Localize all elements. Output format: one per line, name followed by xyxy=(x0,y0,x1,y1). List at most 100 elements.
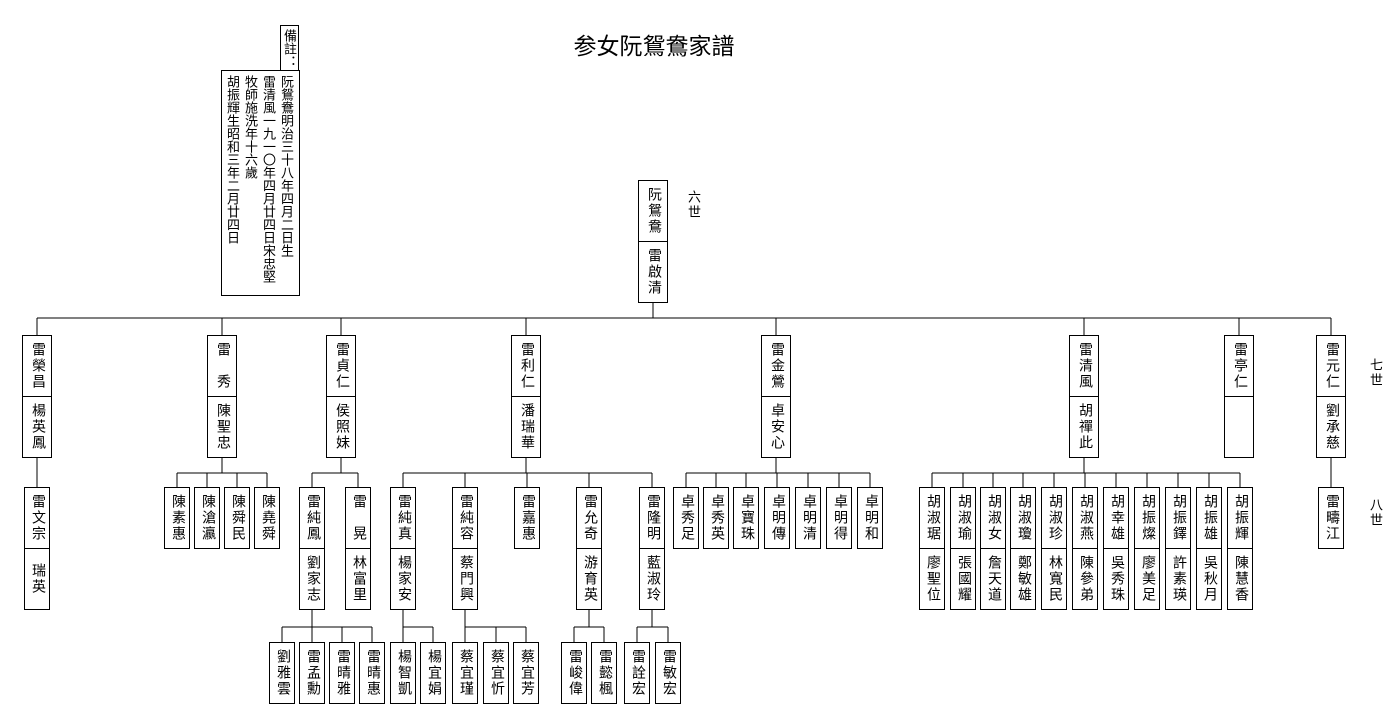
gen8-member-box: 雷 晃 林富里 xyxy=(345,487,371,610)
connector-root xyxy=(36,303,1332,335)
gen7-member-box: 雷金鶯 卓安心 xyxy=(761,335,791,458)
spouse-name: 卓安心 xyxy=(762,396,790,457)
member-name: 胡幸雄 xyxy=(1109,494,1124,542)
member-name: 雷榮昌 xyxy=(30,342,45,390)
member-name: 雷純容 xyxy=(458,494,473,542)
member-name: 雷隆明 xyxy=(645,494,660,542)
member-name: 阮鴛鴦 xyxy=(646,187,661,235)
gen8-member-box: 胡幸雄 吳秀珠 xyxy=(1103,487,1129,610)
spouse-name: 侯照妹 xyxy=(327,396,355,457)
gen8-member-box: 胡振燦 廖美足 xyxy=(1134,487,1160,610)
gen8-member-box: 雷純鳳 劉家志 xyxy=(299,487,325,610)
connector-xiu xyxy=(176,458,268,487)
gen9-member-box: 雷峻偉 xyxy=(561,642,587,704)
spouse-name: 劉家志 xyxy=(300,548,324,609)
gen8-member-box: 胡淑琚 廖聖位 xyxy=(919,487,945,610)
generation-label-6: 六世 xyxy=(686,190,701,220)
member-name: 胡振雄 xyxy=(1202,494,1217,542)
spouse-name: 蔡門興 xyxy=(453,548,477,609)
gen8-member-box: 胡淑女 詹天道 xyxy=(980,487,1006,610)
member-name: 楊宜娟 xyxy=(426,649,441,697)
root-member-box: 阮鴛鴦 雷啟清 xyxy=(638,180,668,303)
gen8-member-box: 雷純容 蔡門興 xyxy=(452,487,478,610)
gen9-member-box: 劉雅雲 xyxy=(269,642,295,704)
gen8-member-box: 雷純真 楊家安 xyxy=(390,487,416,610)
gen8-member-box: 卓明和 xyxy=(857,487,883,549)
member-name: 胡淑瓊 xyxy=(1016,494,1031,542)
gen8-member-box: 卓秀英 xyxy=(703,487,729,549)
gen9-member-box: 雷敏宏 xyxy=(655,642,681,704)
gen7-member-box: 雷利仁 潘瑞華 xyxy=(511,335,541,458)
generation-label-8: 八世 xyxy=(1368,498,1383,528)
connector-chunrong xyxy=(464,610,527,642)
gen8-member-box: 雷隆明 藍淑玲 xyxy=(639,487,665,610)
gen8-member-box: 陳滄瀛 xyxy=(194,487,220,549)
spouse-name: 藍淑玲 xyxy=(640,548,664,609)
gen8-member-box: 雷允奇 游育英 xyxy=(576,487,602,610)
gen8-member-box: 卓明得 xyxy=(826,487,852,549)
spouse-name: 潘瑞華 xyxy=(512,396,540,457)
member-name: 雷嘉惠 xyxy=(520,494,535,542)
spouse-name: 瑞英 xyxy=(25,548,49,609)
gen8-member-box: 卓秀足 xyxy=(673,487,699,549)
gen8-member-box: 胡淑瓊 鄭敏雄 xyxy=(1010,487,1036,610)
notes-box: 阮鴛鴦明治三十八年四月二日生 雷清風一九一〇年四月廿四日宋忠堅 牧師施洗年十六歲… xyxy=(221,70,300,296)
member-name: 雷純鳳 xyxy=(305,494,320,542)
gen8-member-box: 胡淑珍 林寬民 xyxy=(1041,487,1067,610)
spouse-name: 胡禪此 xyxy=(1070,396,1098,457)
gen8-member-box: 胡振雄 吳秋月 xyxy=(1196,487,1222,610)
member-name: 雷 晃 xyxy=(351,494,366,542)
member-name: 雷利仁 xyxy=(519,342,534,390)
member-name: 胡淑珍 xyxy=(1047,494,1062,542)
member-name: 卓明傳 xyxy=(770,494,785,542)
gen8-member-box: 陳素惠 xyxy=(164,487,190,549)
gen9-member-box: 蔡宜芳 xyxy=(513,642,539,704)
member-name: 雷 秀 xyxy=(215,342,230,390)
spouse-name: 陳聖忠 xyxy=(208,396,236,457)
gen7-member-box: 雷榮昌 楊英鳳 xyxy=(22,335,52,458)
spouse-name: 林富里 xyxy=(346,548,370,609)
gen9-member-box: 楊宜娟 xyxy=(420,642,446,704)
spouse-name: 陳參弟 xyxy=(1073,548,1097,609)
member-name: 卓明得 xyxy=(832,494,847,542)
gen9-member-box: 雷晴雅 xyxy=(329,642,355,704)
member-name: 雷孟勳 xyxy=(305,649,320,697)
connector-longming xyxy=(636,610,669,642)
member-name: 雷晴雅 xyxy=(335,649,350,697)
member-name: 蔡宜瑾 xyxy=(458,649,473,697)
spouse-name: 鄭敏雄 xyxy=(1011,548,1035,609)
notes-line: 牧師施洗年十六歲 xyxy=(243,75,258,179)
connector-liren xyxy=(402,458,653,487)
gen7-member-box: 雷貞仁 侯照妹 xyxy=(326,335,356,458)
gen8-member-box: 胡振鐸 許素瑛 xyxy=(1165,487,1191,610)
gen8-member-box: 陳舜民 xyxy=(224,487,250,549)
connector-chunfeng xyxy=(281,610,373,642)
gen8-member-box: 胡淑瑜 張國耀 xyxy=(950,487,976,610)
gen9-member-box: 雷詮宏 xyxy=(624,642,650,704)
notes-line: 阮鴛鴦明治三十八年四月二日生 xyxy=(279,75,294,257)
gen9-member-box: 雷晴惠 xyxy=(359,642,385,704)
member-name: 胡淑瑜 xyxy=(956,494,971,542)
member-name: 楊智凱 xyxy=(396,649,411,697)
gen8-member-box: 雷嘉惠 xyxy=(514,487,540,549)
spouse-name: 楊英鳳 xyxy=(23,396,51,457)
spouse-name: 林寬民 xyxy=(1042,548,1066,609)
member-name: 胡淑琚 xyxy=(925,494,940,542)
connector-chunzhen xyxy=(402,610,434,642)
spouse-name: 吳秀珠 xyxy=(1104,548,1128,609)
spouse-name: 游育英 xyxy=(577,548,601,609)
gen8-member-box: 卓寶珠 xyxy=(733,487,759,549)
spouse-name: 陳慧香 xyxy=(1228,548,1252,609)
connector-yunqi xyxy=(573,610,605,642)
member-name: 雷文宗 xyxy=(30,494,45,542)
member-name: 雷晴惠 xyxy=(365,649,380,697)
spouse-name: 張國耀 xyxy=(951,548,975,609)
gen8-member-box: 陳堯舜 xyxy=(254,487,280,549)
member-name: 雷元仁 xyxy=(1324,342,1339,390)
member-name: 雷疇江 xyxy=(1324,494,1339,542)
spouse-name xyxy=(1225,396,1253,457)
gen7-member-box: 雷亭仁 xyxy=(1224,335,1254,458)
member-name: 胡振輝 xyxy=(1233,494,1248,542)
spouse-name: 許素瑛 xyxy=(1166,548,1190,609)
member-name: 卓秀英 xyxy=(709,494,724,542)
